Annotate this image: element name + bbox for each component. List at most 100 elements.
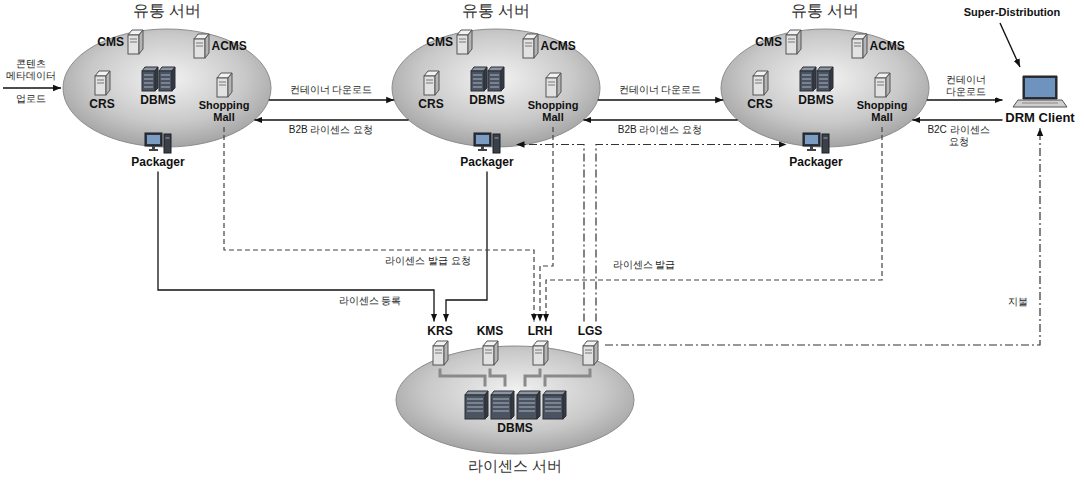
node-label: KRS [427, 325, 452, 338]
icon-part [753, 76, 764, 95]
node-label: CRS [89, 98, 114, 111]
node-label: ACMS [870, 40, 905, 53]
icon-part [473, 86, 482, 87]
tower-icon [422, 70, 440, 96]
server-node: Shopping Mall [852, 69, 913, 127]
edge-label: B2B 라이센스 요청 [286, 124, 376, 136]
icon-part [1013, 100, 1067, 107]
icon-part [863, 34, 867, 58]
icon-part [433, 346, 444, 365]
icon-part [519, 402, 535, 403]
icon-part [95, 76, 106, 95]
server-node: LRH [525, 322, 555, 369]
icon-part [817, 71, 830, 91]
icon-part [149, 149, 158, 151]
laptop-icon [1012, 75, 1068, 109]
icon-part [493, 406, 509, 407]
icon-part [490, 82, 499, 83]
node-label: CRS [418, 98, 443, 111]
icon-part [139, 30, 143, 54]
icon-part [877, 82, 884, 83]
group-title-holder: 유통 서버 [361, 1, 631, 22]
connector [596, 145, 787, 322]
node-label: CRS [747, 98, 772, 111]
icon-part [819, 78, 828, 79]
icon-part [854, 46, 861, 47]
icon-part [144, 82, 153, 83]
server-node: Packager [458, 129, 517, 172]
icon-part [435, 71, 439, 95]
icon-part [764, 71, 768, 95]
server-node: ACMS [519, 30, 580, 62]
icon-part [491, 391, 514, 395]
icon-part [481, 146, 484, 149]
icon-part [545, 398, 561, 399]
icon-part [1023, 76, 1057, 99]
server-node: KRS [425, 322, 456, 369]
connector [224, 127, 534, 322]
connector [912, 119, 1002, 121]
icon-part [147, 135, 160, 144]
group-ellipse-shape [392, 29, 600, 147]
icon-part [161, 86, 170, 87]
server-node: Shopping Mall [194, 69, 255, 127]
icon-part [802, 82, 811, 83]
icon-part [488, 71, 501, 91]
pc-icon [473, 132, 501, 154]
icon-part [490, 74, 499, 75]
icon-part [803, 133, 820, 146]
icon-part [493, 134, 500, 153]
icon-part [228, 73, 232, 97]
server-node: CRS [745, 67, 776, 114]
icon-part [435, 349, 442, 350]
node-label: DBMS [497, 422, 532, 435]
node-label: DRM Client [1005, 111, 1074, 125]
icon-part [194, 39, 205, 58]
icon-part [583, 346, 594, 365]
icon-part [755, 82, 762, 83]
node-label: CMS [97, 36, 124, 49]
server-group: 유통 서버CMSACMSCRSDBMSShopping MallPackager [391, 28, 601, 148]
edge-label: B2C 라이센스 요청 [922, 124, 996, 148]
icon-part [822, 134, 829, 153]
icon-part [128, 35, 139, 54]
node-label: Packager [460, 156, 513, 169]
icon-part [494, 341, 498, 365]
icon-part [130, 42, 137, 43]
icon-part [467, 402, 483, 403]
super-distribution-arrow [1000, 23, 1020, 67]
tower-icon [126, 29, 144, 55]
icon-part [830, 67, 833, 91]
icon-part [476, 135, 489, 144]
group-title-holder: 라이센스 서버 [365, 457, 665, 476]
icon-part [474, 133, 491, 146]
icon-part [161, 78, 170, 79]
icon-part [501, 67, 504, 91]
group-title-holder: 유통 서버 [690, 1, 960, 22]
tower-icon [873, 72, 891, 98]
icon-part [545, 402, 561, 403]
server-node: DBMS [796, 63, 837, 110]
racks-icon [464, 390, 567, 420]
edge-label-holder: 컨테이너 다운로드 [936, 74, 997, 98]
server-node: Shopping Mall [523, 69, 584, 127]
icon-part [155, 67, 158, 91]
icon-part [97, 82, 104, 83]
rack2-icon [141, 66, 176, 92]
tower-icon [751, 70, 769, 96]
edge-label-holder: 컨테이너 다운로드 [287, 84, 375, 96]
icon-part [813, 67, 816, 91]
server-node: CMS [94, 26, 146, 58]
tower-icon [544, 72, 562, 98]
edge-label: 라이센스 등록 [336, 295, 404, 307]
edge-label: 컨테이너 다운로드 [287, 84, 375, 96]
icon-part [802, 74, 811, 75]
icon-part [517, 391, 540, 395]
icon-part [161, 82, 170, 83]
edge-label: 라이센스 발급 [610, 259, 678, 271]
icon-part [467, 410, 483, 411]
connector [540, 127, 553, 322]
icon-part [819, 74, 828, 75]
free-label-holder: 콘텐츠 메타데이터 [1, 58, 62, 82]
